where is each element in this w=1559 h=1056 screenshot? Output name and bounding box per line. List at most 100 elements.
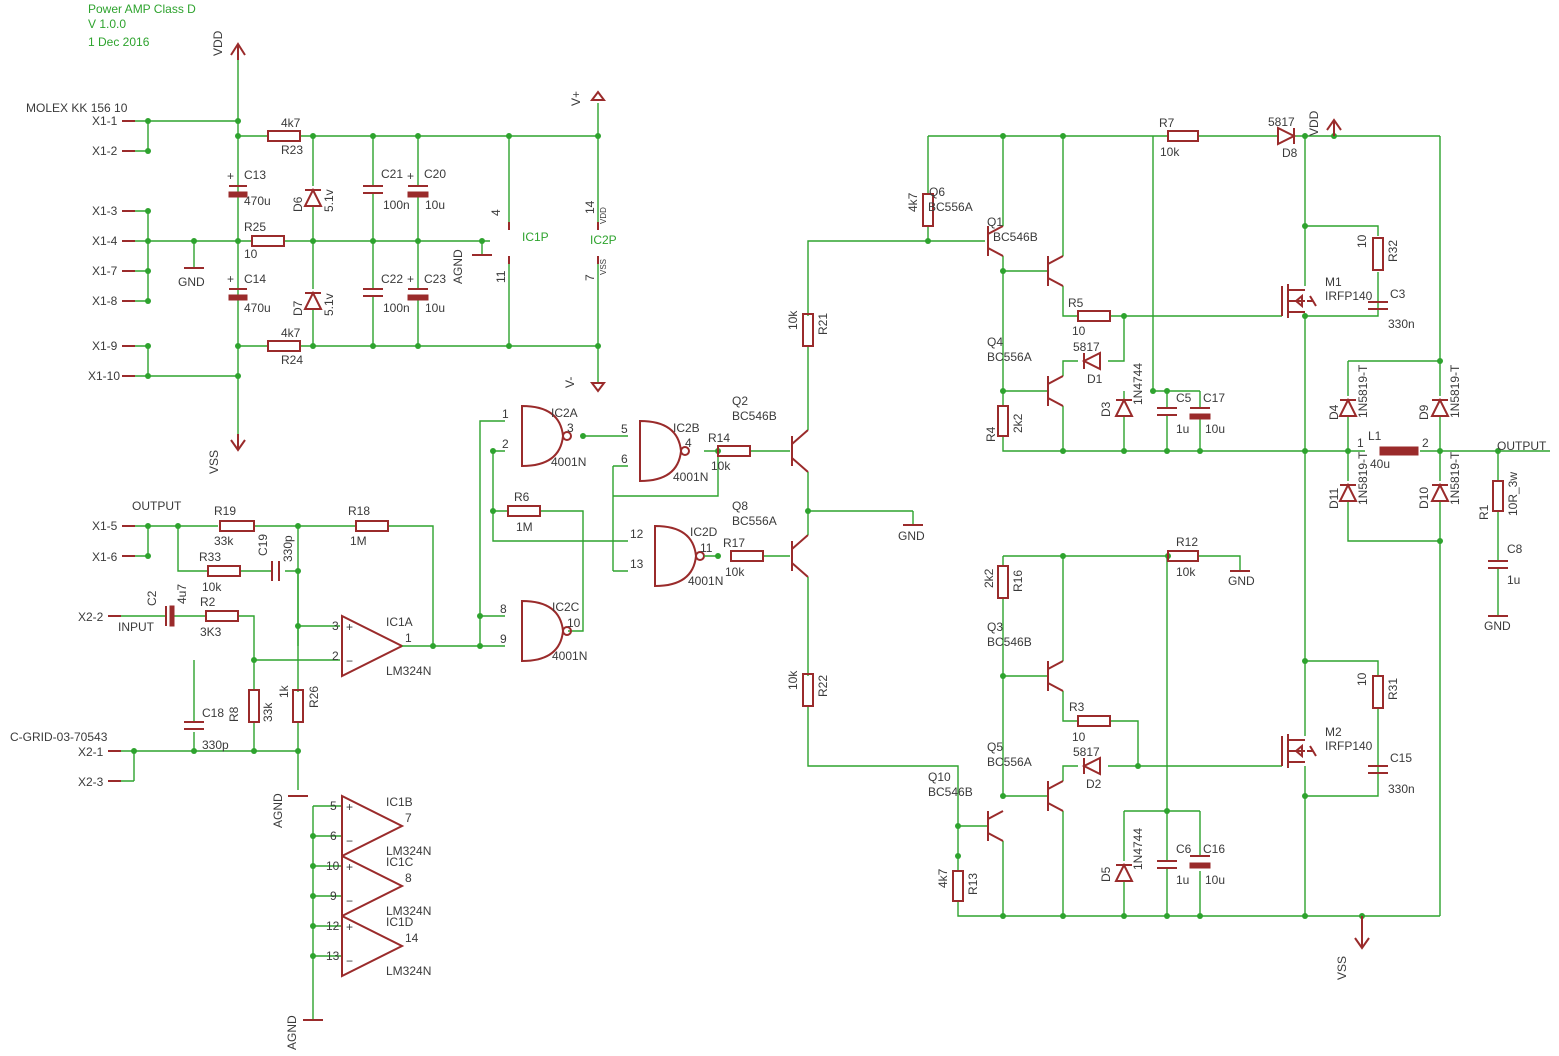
svg-text:IC1C: IC1C xyxy=(386,855,414,869)
svg-text:GND: GND xyxy=(898,529,925,543)
svg-text:V-: V- xyxy=(563,377,577,388)
svg-text:VDD: VDD xyxy=(211,30,225,56)
svg-text:X1-2: X1-2 xyxy=(92,144,118,158)
svg-text:−: − xyxy=(346,894,353,908)
svg-text:BC546B: BC546B xyxy=(732,409,777,423)
svg-text:10u: 10u xyxy=(425,301,445,315)
svg-text:IC1A: IC1A xyxy=(386,615,413,629)
svg-text:V+: V+ xyxy=(569,91,583,106)
resistor-r32: 10 R32 xyxy=(1355,234,1400,271)
svg-text:Q5: Q5 xyxy=(987,740,1003,754)
svg-text:Q3: Q3 xyxy=(987,620,1003,634)
svg-text:L1: L1 xyxy=(1368,429,1382,443)
vss-symbol-2: VSS xyxy=(1335,916,1370,980)
svg-text:BC556A: BC556A xyxy=(732,514,777,528)
svg-text:X1-9: X1-9 xyxy=(92,339,118,353)
svg-text:+: + xyxy=(346,920,353,934)
ic1p-power: 4 11 IC1P xyxy=(489,209,549,283)
svg-text:10u: 10u xyxy=(425,198,445,212)
svg-text:BC546B: BC546B xyxy=(987,635,1032,649)
svg-text:1N5819-T: 1N5819-T xyxy=(1448,451,1462,505)
output-label-left: OUTPUT xyxy=(132,499,182,513)
svg-text:+: + xyxy=(227,169,234,183)
svg-text:C17: C17 xyxy=(1203,391,1225,405)
svg-text:D2: D2 xyxy=(1086,777,1102,791)
svg-text:+: + xyxy=(346,800,353,814)
resistor-r22: 10k R22 xyxy=(786,670,830,707)
svg-text:10: 10 xyxy=(244,247,258,261)
vss-symbol: VSS xyxy=(207,434,246,474)
nor-gate-ic2a: 123 IC2A 4001N xyxy=(502,404,586,469)
connector-x1b[interactable]: X1-5 X1-6 xyxy=(92,519,135,564)
svg-text:D4: D4 xyxy=(1327,404,1341,420)
resistor-r8: R8 33k xyxy=(227,689,275,723)
svg-text:BC546B: BC546B xyxy=(928,785,973,799)
svg-text:+: + xyxy=(407,272,414,286)
svg-text:R23: R23 xyxy=(281,143,303,157)
schottky-d10: D10 1N5819-T xyxy=(1417,451,1462,509)
connector-x2[interactable]: X2-2 X2-1 X2-3 C-GRID-03-70543 xyxy=(10,610,121,789)
svg-text:−: − xyxy=(346,654,353,668)
svg-text:VDD: VDD xyxy=(599,207,608,224)
svg-text:R14: R14 xyxy=(708,431,730,445)
svg-text:4: 4 xyxy=(489,209,503,216)
svg-text:IC2D: IC2D xyxy=(690,525,718,539)
svg-text:1u: 1u xyxy=(1176,873,1189,887)
connector-x1[interactable]: X1-1 X1-2 X1-3 X1-4 X1-7 X1-8 X1-9 X1-10 xyxy=(88,114,135,383)
resistor-r26: 1k R26 xyxy=(277,684,321,723)
svg-text:3: 3 xyxy=(567,421,574,435)
gnd-symbol-2: GND xyxy=(898,511,925,543)
svg-text:X1-5: X1-5 xyxy=(92,519,118,533)
input-label: INPUT xyxy=(118,620,155,634)
svg-text:10: 10 xyxy=(567,616,581,630)
svg-text:1u: 1u xyxy=(1507,573,1520,587)
svg-text:12: 12 xyxy=(326,919,340,933)
svg-text:LM324N: LM324N xyxy=(386,664,431,678)
header-title: Power AMP Class D xyxy=(88,2,196,16)
svg-text:D6: D6 xyxy=(291,196,305,212)
svg-text:GND: GND xyxy=(1228,574,1255,588)
svg-text:R22: R22 xyxy=(816,675,830,697)
svg-text:5817: 5817 xyxy=(1268,115,1295,129)
svg-text:1k: 1k xyxy=(277,684,291,698)
svg-text:VSS: VSS xyxy=(1335,956,1349,980)
svg-text:14: 14 xyxy=(405,931,419,945)
svg-text:−: − xyxy=(346,954,353,968)
zener-d5: D5 1N4744 xyxy=(1099,828,1145,882)
svg-text:4: 4 xyxy=(685,436,692,450)
resistor-r16: 2k2 R16 xyxy=(982,565,1025,599)
svg-text:C3: C3 xyxy=(1390,287,1406,301)
svg-text:5: 5 xyxy=(621,422,628,436)
svg-text:IC2A: IC2A xyxy=(551,406,578,420)
svg-text:12: 12 xyxy=(630,527,644,541)
svg-text:5817: 5817 xyxy=(1073,745,1100,759)
svg-text:10: 10 xyxy=(1355,234,1369,248)
svg-text:X1-8: X1-8 xyxy=(92,294,118,308)
zener-d6: D6 5.1v xyxy=(291,187,336,212)
svg-text:VSS: VSS xyxy=(207,450,221,474)
svg-text:IRFP140: IRFP140 xyxy=(1325,739,1373,753)
svg-text:IC2P: IC2P xyxy=(590,233,617,247)
capacitor-c13: + C13 470u xyxy=(227,168,271,208)
svg-text:X1-3: X1-3 xyxy=(92,204,118,218)
svg-text:11: 11 xyxy=(700,541,713,555)
svg-text:C-GRID-03-70543: C-GRID-03-70543 xyxy=(10,730,108,744)
svg-text:7: 7 xyxy=(583,274,597,281)
resistor-r9: 4k7 xyxy=(906,192,934,227)
svg-text:VSS: VSS xyxy=(599,259,608,275)
svg-text:R13: R13 xyxy=(966,873,980,895)
